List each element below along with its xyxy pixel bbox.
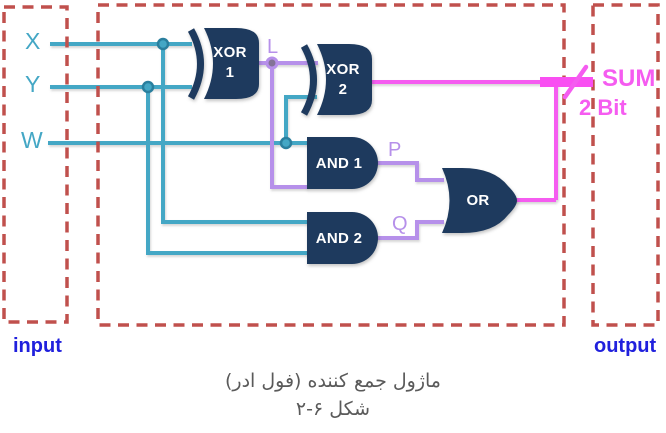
input-label-y: Y (25, 71, 41, 97)
wire-w-branch-to-xor2 (284, 95, 317, 143)
input-label-x: X (25, 28, 41, 54)
dashed-regions (2, 3, 660, 327)
xor2-num: 2 (338, 81, 348, 98)
xor1-name: XOR (213, 44, 247, 61)
caption-title: ماژول جمع کننده (فول ادر) (224, 370, 441, 392)
w-branch-dot (279, 136, 293, 150)
sum-label: SUM (602, 65, 656, 92)
wire-label-p: P (388, 139, 402, 161)
wire-label-q: Q (392, 213, 408, 235)
xor2-name: XOR (326, 61, 360, 78)
gates (187, 28, 517, 264)
xor1-num: 1 (225, 64, 235, 81)
wire-q-to-or (376, 220, 444, 240)
wire-l-to-and1 (270, 63, 308, 189)
xor2-label: XOR 2 (314, 60, 372, 100)
xor2-body (317, 44, 372, 115)
circuit-region-box (96, 3, 566, 327)
and2-gate (307, 212, 378, 264)
xor1-double-arc (187, 28, 204, 100)
input-wires (48, 42, 317, 255)
l-node-dot (265, 56, 279, 70)
y-branch-dot (141, 80, 155, 94)
x-branch-dot (156, 37, 170, 51)
caption-figure-number: شکل ۶-۲ (295, 398, 371, 420)
xor2-double-arc (300, 44, 317, 116)
and1-label: AND 1 (315, 155, 363, 172)
and1-gate (307, 137, 378, 189)
output-region-label: output (594, 335, 657, 357)
and2-label: AND 2 (315, 230, 363, 247)
input-region-box (2, 5, 69, 324)
input-region-label: input (13, 335, 62, 357)
xor2-gate (300, 44, 372, 116)
wire-label-l: L (267, 36, 279, 58)
sum-bus (540, 64, 593, 100)
bus-width-slash-icon (562, 64, 589, 100)
bus-width-label: 2 Bit (579, 95, 627, 120)
output-region-box (591, 3, 660, 327)
or-label: OR (466, 192, 490, 209)
wire-p-to-or (376, 161, 444, 182)
xor1-body (204, 28, 259, 99)
or-gate (442, 168, 517, 233)
output-wires (370, 80, 558, 202)
wire-x-branch-to-and2 (161, 44, 308, 224)
xor1-gate (187, 28, 259, 100)
junction-dots (141, 37, 293, 150)
xor1-label: XOR 1 (201, 43, 259, 83)
input-label-w: W (21, 127, 43, 153)
